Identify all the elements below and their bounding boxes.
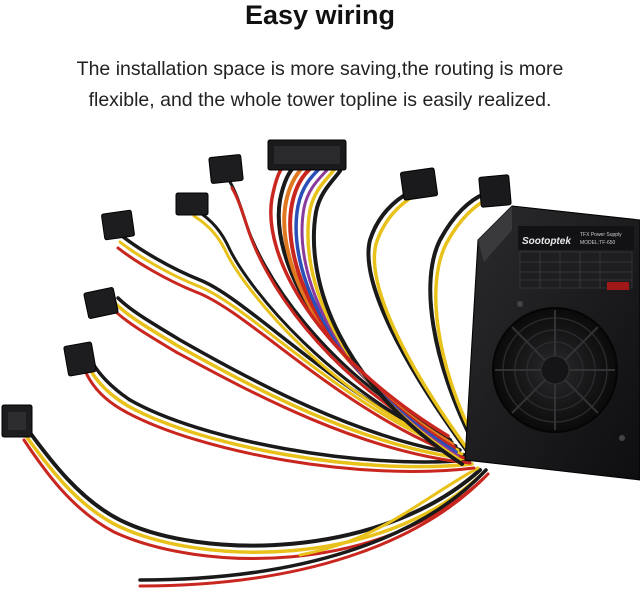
molex-connector-1 — [1, 404, 33, 438]
psu-model-line-2: MODEL:TF-650 — [580, 240, 616, 246]
sata-connector-2 — [175, 192, 209, 216]
psu-model-line-1: TFX Power Supply — [580, 232, 622, 238]
subtitle-line-1: The installation space is more saving,th… — [76, 58, 564, 80]
psu-cert-badge — [607, 282, 629, 290]
page-title: Easy wiring — [244, 0, 396, 30]
cable-bundle — [22, 162, 492, 588]
sata-connector-1 — [101, 209, 135, 241]
molex-connector-3 — [83, 287, 119, 319]
page-subtitle: The installation space is more saving,th… — [0, 54, 640, 116]
molex-connector-2 — [63, 341, 97, 377]
atx-24pin-connector — [267, 139, 347, 171]
subtitle-line-2: flexible, and the whole tower topline is… — [88, 89, 552, 111]
power-supply-unit: Sootoptek TFX Power Supply MODEL:TF-650 — [464, 205, 640, 481]
pcie-connector-2 — [478, 174, 512, 208]
psu-brand: Sootoptek — [522, 236, 571, 247]
fan — [492, 307, 618, 433]
sata-connector-3 — [208, 154, 244, 184]
pcie-connector-1 — [399, 167, 439, 201]
